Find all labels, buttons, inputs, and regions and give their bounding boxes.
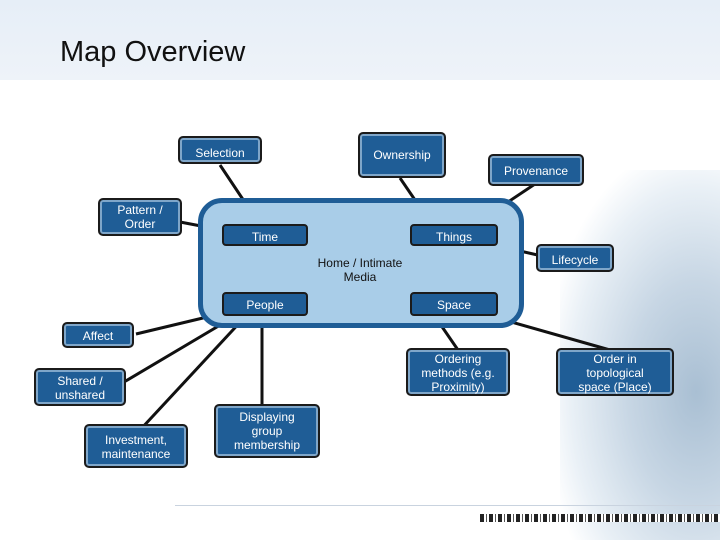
node-order-topological-space[interactable]: Order in topological space (Place) (556, 348, 674, 396)
title-bar (0, 0, 720, 80)
node-displaying-group-membership[interactable]: Displaying group membership (214, 404, 320, 458)
connector-shared-people (123, 316, 233, 384)
footer-rule (175, 505, 720, 506)
node-selection[interactable]: Selection (178, 136, 262, 164)
node-investment-maintenance[interactable]: Investment, maintenance (84, 424, 188, 468)
node-ordering-methods[interactable]: Ordering methods (e.g. Proximity) (406, 348, 510, 396)
node-lifecycle[interactable]: Lifecycle (536, 244, 614, 272)
node-provenance[interactable]: Provenance (488, 154, 584, 186)
node-space[interactable]: Space (410, 292, 498, 316)
node-things[interactable]: Things (410, 224, 498, 246)
node-affect[interactable]: Affect (62, 322, 134, 348)
footer-barcode-decoration (480, 514, 720, 522)
hub-label: Home / Intimate Media (317, 256, 403, 284)
node-people[interactable]: People (222, 292, 308, 316)
node-shared-unshared[interactable]: Shared / unshared (34, 368, 126, 406)
node-ownership[interactable]: Ownership (358, 132, 446, 178)
connector-investment-people (138, 316, 246, 432)
node-pattern-order[interactable]: Pattern / Order (98, 198, 182, 236)
page-title: Map Overview (60, 36, 246, 68)
node-time[interactable]: Time (222, 224, 308, 246)
